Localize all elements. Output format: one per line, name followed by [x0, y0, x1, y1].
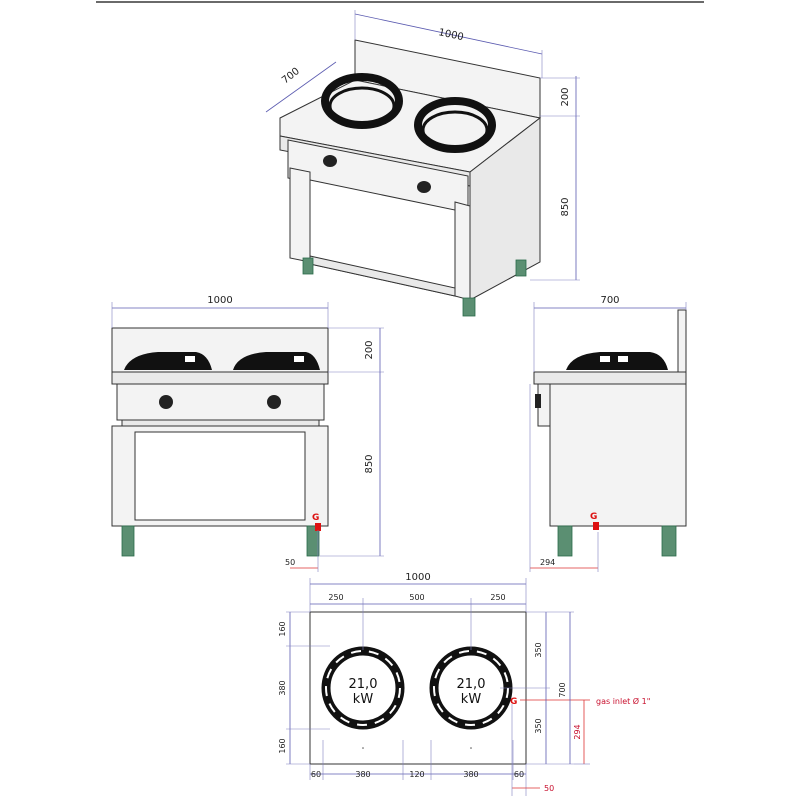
front-knob	[159, 395, 173, 409]
side-body	[549, 383, 687, 527]
plan-bottom-seg-label: 380	[463, 770, 478, 779]
side-knob	[535, 394, 541, 408]
front-knob	[267, 395, 281, 409]
plan-right-seg-label: 350	[534, 642, 543, 657]
front-gas-offset-label: 50	[285, 558, 295, 567]
iso-knob	[417, 181, 431, 193]
iso-foot	[515, 259, 527, 277]
front-open-cavity	[134, 431, 306, 521]
plan-gas-inlet-note: gas inlet Ø 1"	[596, 696, 650, 706]
plan-bottom-seg-label: 380	[355, 770, 370, 779]
iso-wok-ring-inner	[421, 110, 489, 150]
iso-width-label: 1000	[437, 27, 464, 43]
iso-height-label: 850	[560, 197, 571, 216]
side-wok-notch	[600, 356, 610, 362]
plan-burner-power: 21,0	[349, 677, 378, 692]
side-foot	[661, 525, 677, 557]
plan-bottom-seg-label: 120	[409, 770, 424, 779]
iso-front-right-post	[454, 201, 471, 301]
plan-marker-dot	[362, 747, 364, 749]
plan-marker-dot	[470, 747, 472, 749]
side-gas-offset-label: 294	[540, 558, 555, 567]
side-gas-label: G	[590, 512, 597, 522]
plan-total-width-label: 1000	[405, 572, 430, 583]
plan-gas-height-label: 294	[573, 724, 582, 739]
side-wok-notch	[618, 356, 628, 362]
side-worktop	[533, 371, 687, 385]
front-gas-inlet	[315, 523, 321, 531]
plan-left-seg-label: 160	[278, 621, 287, 636]
front-wok-notch	[185, 356, 195, 362]
front-width-label: 1000	[207, 295, 232, 306]
iso-foot	[302, 257, 314, 275]
iso-depth-label: 700	[280, 66, 302, 86]
side-gas-inlet	[593, 522, 599, 530]
plan-burner-power: 21,0	[457, 677, 486, 692]
front-wok-notch	[294, 356, 304, 362]
iso-knob	[323, 155, 337, 167]
plan-top-seg-label: 500	[409, 593, 424, 602]
side-foot	[557, 525, 573, 557]
side-backsplash	[677, 309, 687, 375]
front-control-panel	[116, 383, 325, 421]
iso-depth-dim-line	[265, 61, 337, 113]
front-splash-label: 200	[364, 340, 375, 359]
plan-right-total-label: 700	[558, 682, 567, 697]
side-view: G 700 294	[529, 295, 687, 572]
plan-burner-unit: kW	[353, 692, 374, 707]
plan-view: 21,0 kW 21,0 kW G gas inlet Ø 1" 1000 25…	[278, 572, 650, 796]
front-view: G 1000 200 850 50	[111, 295, 384, 572]
plan-top-seg-label: 250	[328, 593, 343, 602]
front-foot	[121, 525, 135, 557]
front-gas-label: G	[312, 513, 319, 523]
front-height-label: 850	[364, 454, 375, 473]
side-wok-ring	[566, 352, 668, 370]
side-depth-label: 700	[600, 295, 619, 306]
front-worktop	[111, 371, 329, 385]
plan-outline	[309, 611, 527, 765]
plan-top-seg-label: 250	[490, 593, 505, 602]
plan-burner-left: 21,0 kW	[321, 646, 405, 730]
plan-bottom-seg-label: 60	[311, 770, 321, 779]
plan-bottom-seg-label: 60	[514, 770, 524, 779]
front-drip-tray	[121, 419, 320, 427]
iso-wok-ring-inner	[328, 86, 396, 126]
plan-burner-unit: kW	[461, 692, 482, 707]
plan-left-seg-label: 160	[278, 738, 287, 753]
plan-right-seg-label: 350	[534, 718, 543, 733]
iso-width-dim-line	[354, 13, 543, 55]
isometric-view: 1000 700 200 850	[265, 10, 580, 317]
plan-gas-side-label: 50	[544, 784, 554, 793]
front-foot	[306, 525, 320, 557]
iso-foot	[462, 297, 476, 317]
iso-front-left-post	[289, 167, 311, 263]
plan-left-seg-label: 380	[278, 680, 287, 695]
iso-splash-label: 200	[560, 87, 571, 106]
plan-gas-label: G	[510, 697, 517, 707]
